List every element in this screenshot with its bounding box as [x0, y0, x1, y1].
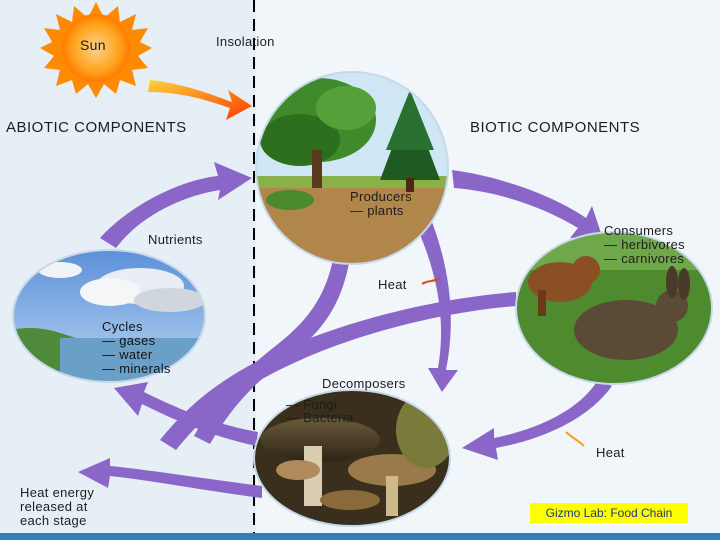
- decomposers-label: Decomposers: [322, 376, 406, 391]
- nutrients-label: Nutrients: [148, 232, 203, 247]
- heat-label-right: Heat: [596, 445, 625, 460]
- producers-label: Producers: [350, 189, 412, 204]
- bottom-bar: [0, 533, 720, 540]
- minerals-label: — minerals: [102, 361, 171, 376]
- heat-energy-line2: released at: [20, 499, 88, 514]
- herbivores-label: — herbivores: [604, 237, 685, 252]
- consumers-to-left-arrow: [160, 292, 516, 450]
- cycle-arrows: [78, 162, 612, 498]
- producers-to-consumers-arrow: [452, 170, 602, 238]
- insolation-label: Insolation: [216, 34, 275, 49]
- producers-to-decomposers-arrow: [418, 222, 458, 392]
- sun-label: Sun: [80, 37, 106, 53]
- heat-indicator-right: [565, 431, 585, 447]
- producers-plants-label: — plants: [350, 203, 404, 218]
- carnivores-label: — carnivores: [604, 251, 685, 266]
- heat-indicator-top: [421, 277, 441, 285]
- sun-icon: [40, 2, 152, 98]
- decomposers-image: [254, 390, 450, 526]
- heat-energy-line3: each stage: [20, 513, 87, 528]
- decomposers-to-cycles-arrow: [114, 382, 258, 446]
- water-label: — water: [102, 347, 153, 362]
- nutrients-arrow: [100, 162, 252, 248]
- fungi-label: — Fungi: [286, 397, 338, 412]
- gases-label: — gases: [102, 333, 156, 348]
- caption-badge: Gizmo Lab: Food Chain: [530, 503, 688, 523]
- bacteria-label: — Bacteria: [286, 410, 354, 425]
- insolation-arrow: [148, 80, 252, 120]
- biotic-components-title: BIOTIC COMPONENTS: [470, 119, 641, 136]
- producers-image: [256, 72, 448, 264]
- heat-label-top: Heat: [378, 277, 407, 292]
- heat-release-arrow: [78, 458, 262, 498]
- cycles-label: Cycles: [102, 319, 143, 334]
- abiotic-components-title: ABIOTIC COMPONENTS: [6, 119, 187, 136]
- consumers-label: Consumers: [604, 223, 674, 238]
- consumers-to-decomposers-arrow: [462, 380, 612, 460]
- heat-energy-line1: Heat energy: [20, 485, 95, 500]
- producers-down-arrow: [194, 242, 352, 444]
